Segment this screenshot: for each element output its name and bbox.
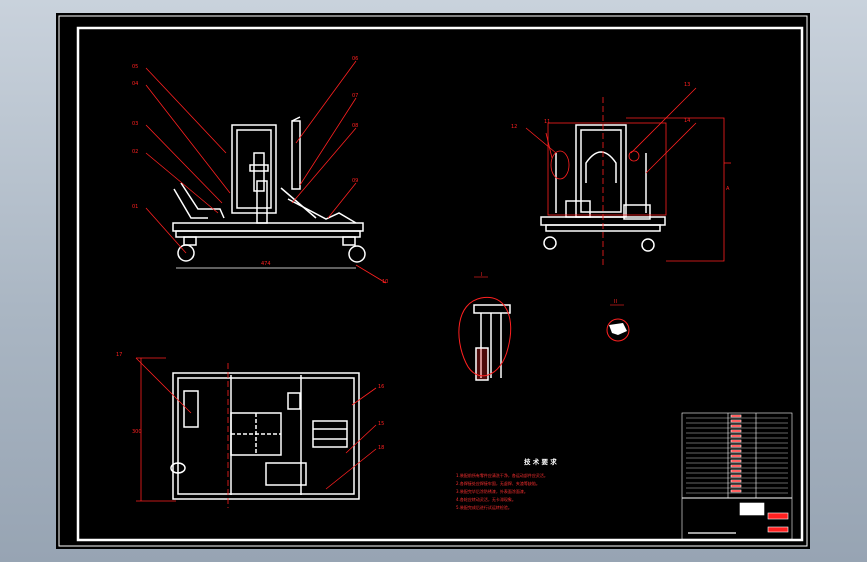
callout-11: 11: [544, 119, 550, 125]
front-handle-post: [291, 120, 301, 190]
title-block-mark: [730, 429, 742, 433]
side-wheel-left: [543, 236, 557, 250]
title-block-mark: [730, 489, 742, 493]
note-item-1: 1.装配前所有零件应清洗干净，各运动部件应灵活。: [456, 472, 548, 478]
detail-b-label: II: [614, 299, 617, 305]
detail-a-boundary: [458, 296, 512, 377]
title-block-mark: [730, 484, 742, 488]
front-callouts: 05 04 03 02 01 06 07 08 09 10 474: [132, 56, 388, 285]
callout-07: 07: [352, 93, 358, 99]
title-block-mark: [730, 439, 742, 443]
side-body: [575, 124, 627, 218]
callout-15: 15: [378, 421, 384, 427]
side-detail-circle: [550, 150, 570, 180]
callout-02: 02: [132, 149, 138, 155]
front-motor: [253, 152, 265, 192]
top-right-motor: [312, 420, 348, 448]
top-dimension: 300: [132, 429, 142, 435]
outer-frame: [58, 15, 808, 547]
callout-05: 05: [132, 64, 138, 70]
callout-10: 10: [382, 279, 388, 285]
callout-17: 17: [116, 352, 122, 358]
callout-01: 01: [132, 204, 138, 210]
front-dimension: 474: [261, 261, 271, 267]
callout-06: 06: [352, 56, 358, 62]
title-block-mark: [730, 419, 742, 423]
callout-04: 04: [132, 81, 138, 87]
detail-b-part: [609, 323, 627, 335]
callout-14: 14: [684, 118, 690, 124]
side-callouts: 12 11 13 14 A: [511, 82, 730, 192]
side-section-mark: A: [726, 186, 730, 192]
side-arch: [585, 151, 617, 183]
top-annotations: [135, 357, 377, 508]
title-block-mark: [730, 449, 742, 453]
note-item-2: 2.各焊接处应焊接牢固，无虚焊、夹渣等缺陷。: [456, 480, 540, 486]
top-caster: [170, 462, 186, 474]
detail-a-label: I: [481, 272, 482, 278]
title-block-mark: [730, 414, 742, 418]
notes-title: 技 术 要 求: [524, 457, 557, 466]
title-block-mark: [730, 464, 742, 468]
detail-view-a: [473, 304, 511, 381]
top-view: [170, 372, 360, 500]
callout-13: 13: [684, 82, 690, 88]
note-item-4: 4.各轮应转动灵活，无卡滞现象。: [456, 496, 516, 502]
title-block-mark: [730, 454, 742, 458]
title-block-mark: [730, 434, 742, 438]
front-view: [172, 116, 366, 269]
front-base-frame: [172, 222, 364, 232]
front-leaders: [145, 60, 387, 284]
top-callouts: 17 16 15 18 300: [116, 352, 384, 451]
notes-list: 1.装配前所有零件应清洗干净，各运动部件应灵活。 2.各焊接处应焊接牢固，无虚焊…: [456, 472, 548, 510]
callout-03: 03: [132, 121, 138, 127]
title-block-mark: [730, 444, 742, 448]
front-wheel-right: [348, 245, 366, 263]
top-left-panel: [183, 390, 199, 428]
title-block: [681, 412, 793, 540]
note-item-3: 3.装配完毕后涂防锈漆，外表面涂面漆。: [456, 488, 528, 494]
title-block-mark: [730, 479, 742, 483]
front-wheel-left: [177, 244, 195, 262]
front-upright-frame: [231, 124, 277, 214]
title-block-mark: [730, 459, 742, 463]
front-left-arm: [180, 182, 225, 219]
callout-09: 09: [352, 178, 358, 184]
drawing-sheet: 05 04 03 02 01 06 07 08 09 10 474: [56, 13, 810, 549]
callout-18: 18: [378, 445, 384, 451]
note-item-5: 5.装配完成后进行试运转检验。: [456, 504, 512, 510]
top-outer-frame: [172, 372, 360, 500]
cad-drawing: 05 04 03 02 01 06 07 08 09 10 474: [58, 15, 808, 547]
title-block-mark: [730, 424, 742, 428]
title-block-mark: [730, 469, 742, 473]
callout-12: 12: [511, 124, 517, 130]
inner-frame: [76, 26, 804, 542]
callout-08: 08: [352, 123, 358, 129]
side-annotations: [525, 87, 731, 268]
title-block-mark: [730, 474, 742, 478]
side-wheel-right: [641, 238, 655, 252]
callout-16: 16: [378, 384, 384, 390]
detail-view-b: [606, 318, 630, 342]
